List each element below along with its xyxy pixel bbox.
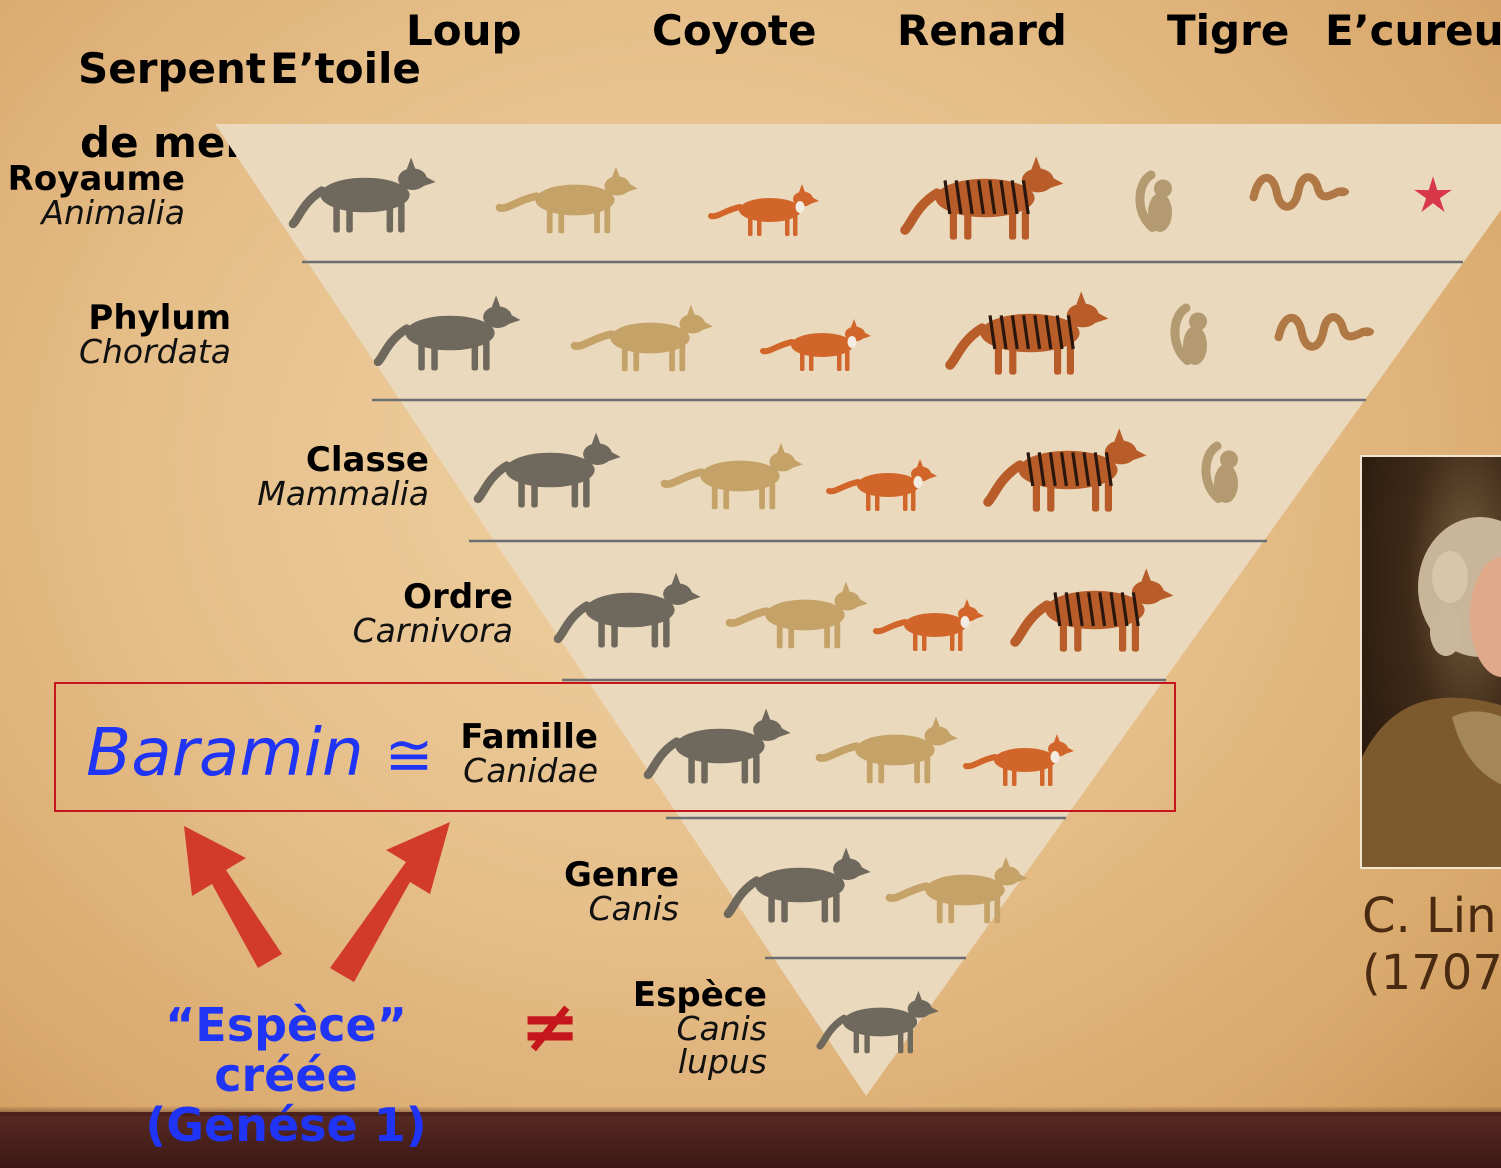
linnaeus-portrait [1360,455,1501,869]
rank-name: Classe [305,440,429,480]
rank-name: Phylum [88,298,231,338]
rank-name: Famille [460,717,598,757]
wolf-illustration [643,708,791,784]
arrow-right [330,822,450,982]
created-species-line3: (Genése 1) [145,1098,427,1152]
bottom-curtain-band [0,1106,1501,1168]
rank-name: Royaume [7,159,185,199]
rank-classe: Classe Mammalia [257,443,429,510]
created-species-line2: créée [214,1048,358,1102]
coyote-illustration [660,442,803,510]
rank-scientific-species: lupus [677,1042,767,1081]
not-equal-symbol: ≠ [520,984,581,1068]
portrait-caption-dates: (1707 [1362,945,1501,1001]
rank-scientific: Carnivora [352,611,513,650]
label-serpent: Serpent [78,44,266,93]
rank-scientific: Mammalia [257,474,429,513]
pyramid-body [215,124,1501,1096]
wolf-illustration [816,990,939,1054]
rank-name: Ordre [403,577,513,617]
arrow-left [184,826,282,968]
created-species-label: “Espèce” créée (Genése 1) [106,1000,466,1150]
rank-scientific: Canidae [463,751,598,790]
tiger-illustration [900,156,1064,240]
fox-illustration [760,319,871,371]
wolf-illustration [723,847,871,923]
rank-name: Genre [564,855,679,895]
baramin-word: Baramin [86,714,364,791]
label-renard: Renard [897,6,1067,55]
rank-espece: Espèce Canis lupus [633,978,767,1078]
rank-famille: Famille Canidae [460,720,598,787]
squirrel-illustration [1170,303,1207,365]
wolf-illustration [473,432,621,508]
rank-name: Espèce [632,975,767,1015]
rank-royaume: Royaume Animalia [8,162,185,229]
fox-illustration [708,184,819,236]
tiger-illustration [983,428,1147,512]
baramin-label: Baramin ≅ [86,714,433,791]
portrait-caption-name: C. Lin [1362,888,1497,944]
squirrel-illustration [1135,170,1172,232]
coyote-illustration [570,304,713,372]
tiger-illustration [1010,568,1174,652]
pyramid-dividers [302,260,1463,960]
fox-illustration [826,459,937,511]
label-coyote: Coyote [652,6,817,55]
coyote-illustration [885,856,1028,924]
rank-ordre: Ordre Carnivora [353,580,513,647]
rank-scientific: Chordata [78,332,231,371]
rank-scientific: Animalia [41,193,185,232]
created-species-line1: “Espèce” [165,998,407,1052]
label-ecureuil: E’cureuil [1325,6,1501,55]
fox-illustration [873,599,984,651]
label-etoile: E’toile [270,44,421,93]
wolf-illustration [288,157,436,233]
rank-genre: Genre Canis [564,858,679,925]
squirrel-illustration [1201,441,1238,503]
tiger-illustration [945,291,1109,375]
wolf-illustration [373,295,521,371]
approx-equal-symbol: ≅ [384,721,434,789]
rank-phylum: Phylum Chordata [79,301,231,368]
snake-illustration [1274,313,1374,351]
label-tigre: Tigre [1167,6,1290,55]
starfish-illustration [1414,176,1452,213]
coyote-illustration [725,581,868,649]
snake-illustration [1249,173,1349,211]
baramin-box [54,682,1176,812]
label-loup: Loup [406,6,522,55]
wolf-illustration [553,572,701,648]
fox-illustration [963,734,1074,786]
coyote-illustration [815,716,958,784]
rank-scientific: Canis [676,1009,767,1048]
coyote-illustration [495,166,638,234]
rank-scientific: Canis [588,889,679,928]
face [1470,557,1501,677]
